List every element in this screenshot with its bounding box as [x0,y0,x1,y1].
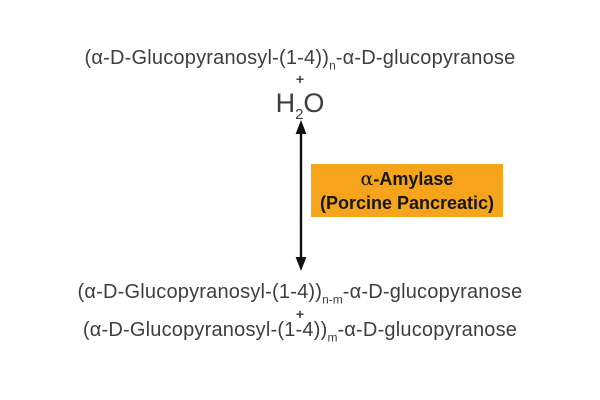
enzyme-name: α-Amylase [361,167,454,191]
enzyme-source: (Porcine Pancreatic) [319,192,495,213]
product2-prefix: (α-D-Glucopyranosyl-(1-4)) [82,319,328,341]
product2-subscript: m [327,330,338,345]
double-headed-reaction-arrow [295,120,307,271]
substrate-formula: (α-D-Glucopyranosyl-(1-4))n-α-D-glucopyr… [0,47,600,72]
arrowhead-down-icon [295,257,307,271]
substrate-subscript: n [329,58,336,73]
plus-sign-bottom: + [295,306,305,322]
product1-suffix: -α-D-glucopyranose [342,281,523,303]
enzyme-name-rest: -Amylase [373,168,454,189]
water-formula: H2O [0,88,600,123]
arrowhead-up-icon [295,120,307,134]
water-subscript: 2 [295,105,304,123]
enzyme-alpha-symbol: α [360,167,374,190]
water-o: O [303,88,325,118]
product1-subscript: n-m [322,292,343,307]
product2-formula: (α-D-Glucopyranosyl-(1-4))m-α-D-glucopyr… [0,319,600,344]
water-h: H [275,88,296,118]
substrate-prefix: (α-D-Glucopyranosyl-(1-4)) [84,47,330,69]
product2-suffix: -α-D-glucopyranose [337,319,518,341]
product1-formula: (α-D-Glucopyranosyl-(1-4))n-m-α-D-glucop… [0,281,600,306]
enzyme-label-box: α-Amylase (Porcine Pancreatic) [311,164,503,217]
substrate-suffix: -α-D-glucopyranose [335,47,516,69]
product1-prefix: (α-D-Glucopyranosyl-(1-4)) [77,281,323,303]
plus-sign-top: + [295,71,305,87]
